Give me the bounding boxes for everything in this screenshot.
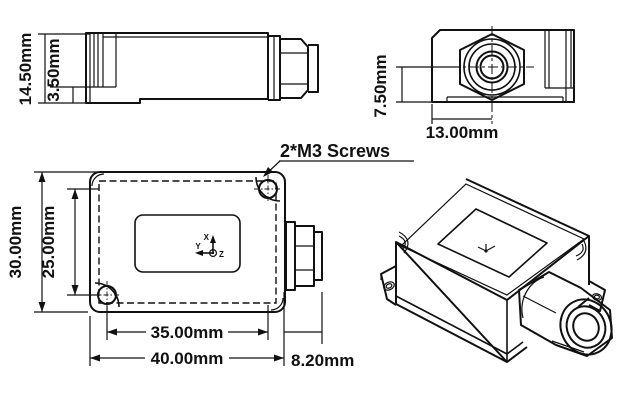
label-recess — [134, 214, 241, 273]
axis-x-arrowhead — [210, 235, 216, 243]
iso-view — [380, 178, 613, 363]
top-view-cable-gland — [285, 221, 323, 291]
front-center-height-label: 7.50mm — [371, 54, 390, 117]
dim-top-body-width: 30.00mm — [6, 171, 101, 313]
side-base-height-label: 3.50mm — [44, 38, 63, 101]
top-body-length-label: 40.00mm — [151, 349, 224, 368]
iso-gland-facet-lines — [521, 276, 585, 353]
iso-top-front-edges — [395, 235, 590, 301]
screw-pocket-arcs — [94, 176, 281, 308]
gland-centerlines — [450, 26, 534, 124]
front-view-tab-edge-lines — [544, 30, 574, 102]
axes-icon: X Y Z — [195, 233, 224, 259]
top-view: X Y Z 2*M3 Screws 30.00mm 25.00mm — [6, 141, 414, 370]
iso-gland-rim — [559, 298, 613, 356]
axis-y-arrowhead — [195, 250, 203, 256]
side-view-corner-post-lines — [93, 33, 117, 88]
top-view-corner-accents — [91, 173, 284, 311]
top-view-body-outline — [89, 171, 286, 313]
gland-hex-outline — [459, 33, 525, 101]
side-view: 14.50mm 3.50mm — [16, 32, 319, 106]
dim-front-center-offset: 13.00mm — [426, 104, 499, 142]
axis-x-label: X — [204, 233, 210, 242]
dim-side-overall-height: 14.50mm — [16, 33, 90, 106]
top-hole-pitch-width-label: 25.00mm — [39, 206, 58, 279]
dim-top-hole-pitch-width: 25.00mm — [39, 188, 99, 296]
top-gland-protrusion-label: 8.20mm — [291, 351, 354, 370]
dim-top-hole-pitch-length: 35.00mm — [106, 305, 269, 342]
screw-callout-label: 2*M3 Screws — [280, 141, 390, 161]
iso-lid-inset-edge — [399, 183, 586, 296]
axis-z-circle — [209, 249, 218, 258]
iso-cable-gland — [518, 271, 613, 357]
top-view-lid-seam-dashed — [98, 180, 277, 304]
dim-front-center-height: 7.50mm — [371, 54, 460, 118]
iso-left-tab — [380, 265, 397, 306]
front-view-gland-nut — [450, 26, 534, 124]
side-view-body-outline — [85, 32, 269, 104]
iso-bottom-lip-lines — [395, 295, 524, 355]
dim-side-base-height: 3.50mm — [44, 38, 94, 103]
side-overall-height-label: 14.50mm — [16, 33, 35, 106]
top-hole-pitch-length-label: 35.00mm — [151, 323, 224, 342]
side-view-cable-gland — [268, 35, 319, 101]
front-view-bottom-lip — [446, 96, 564, 102]
screw-callout: 2*M3 Screws — [263, 141, 414, 177]
front-center-offset-label: 13.00mm — [426, 123, 499, 142]
axis-z-dot — [211, 251, 215, 255]
dim-top-gland-protrusion: 8.20mm — [284, 292, 354, 370]
iso-corner-pocket-left — [398, 231, 409, 254]
front-view: 7.50mm 13.00mm — [371, 26, 575, 142]
iso-gland-hole — [572, 312, 600, 342]
iso-gland-silhouette — [518, 271, 613, 357]
iso-axes-glyph — [477, 244, 496, 253]
axis-y-label: Y — [195, 242, 201, 251]
dim-top-body-length: 40.00mm — [89, 292, 285, 368]
iso-corner-pocket-right — [575, 240, 587, 261]
top-body-width-label: 30.00mm — [6, 206, 25, 279]
screw-callout-arrowhead — [263, 167, 273, 177]
iso-gland-ring — [565, 305, 607, 349]
front-view-body-outline — [431, 29, 575, 103]
iso-body-silhouette — [395, 178, 590, 363]
screw-hole-crosshairs — [93, 175, 282, 309]
axis-z-label: Z — [219, 250, 224, 259]
iso-label-recess — [437, 208, 548, 278]
